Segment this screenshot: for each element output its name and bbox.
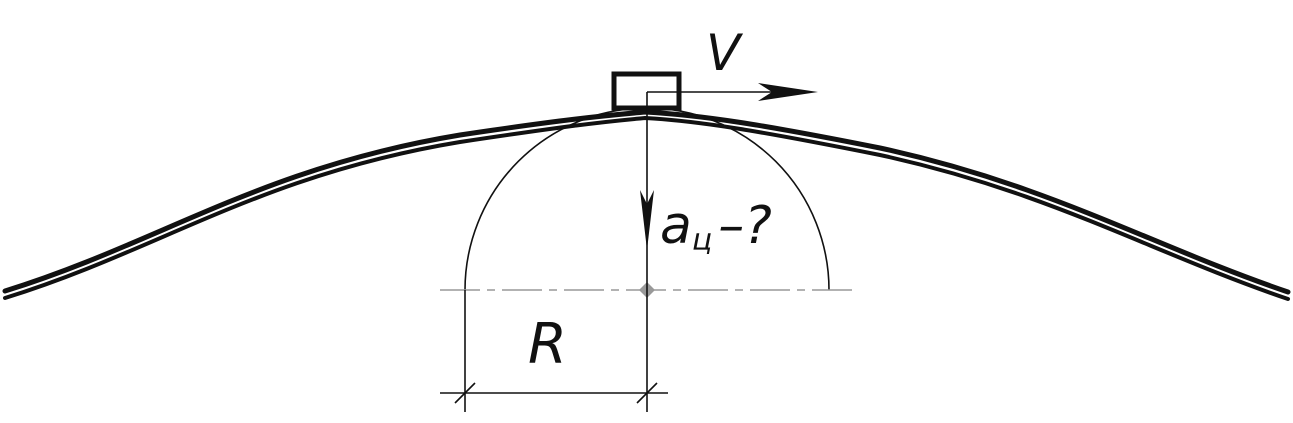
- acceleration-question: –?: [718, 196, 772, 256]
- radius-label: R: [528, 312, 567, 377]
- road-line-inner: [3, 115, 1290, 301]
- road-line-outer: [2, 109, 1291, 295]
- acceleration-arrowhead: [640, 190, 654, 250]
- acceleration-symbol: a: [660, 196, 692, 256]
- velocity-arrow: [647, 83, 818, 101]
- dimension-tick-right: [636, 382, 658, 404]
- acceleration-label: aц–?: [660, 196, 772, 258]
- dimension-tick-left: [454, 382, 476, 404]
- road-surface: [2, 109, 1291, 301]
- radius-dimension: [440, 382, 668, 404]
- acceleration-subscript: ц: [692, 223, 712, 258]
- velocity-label: V: [706, 24, 744, 82]
- velocity-arrowhead: [758, 83, 818, 101]
